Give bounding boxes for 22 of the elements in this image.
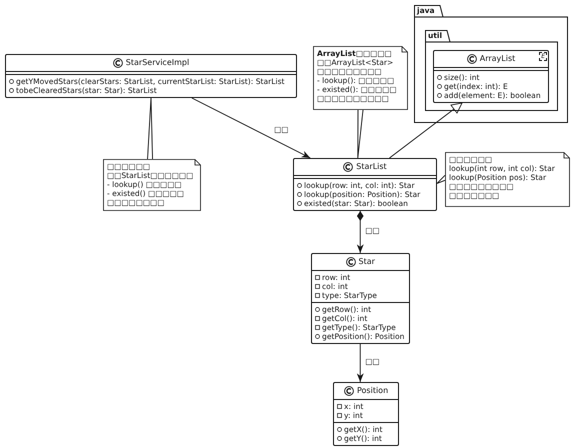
- note: [103, 159, 201, 211]
- class-box: [311, 253, 410, 344]
- association-arrow: [191, 98, 311, 158]
- class-box: [5, 54, 297, 98]
- note-connector: [357, 110, 364, 158]
- note: [445, 152, 570, 207]
- class-name: Star: [358, 257, 375, 267]
- note-connector: [147, 98, 153, 160]
- class-box: [433, 50, 549, 103]
- note-connector: [436, 174, 446, 184]
- class-name: Position: [357, 386, 388, 396]
- package-folder: [425, 30, 558, 111]
- composition-arrow: [356, 210, 364, 254]
- class-name: StarServiceImpl: [126, 58, 190, 68]
- inheritance-arrow: [389, 102, 462, 158]
- class-name: StarList: [356, 162, 387, 172]
- class-box: [293, 158, 437, 211]
- class-name: ArrayList: [480, 54, 516, 64]
- package-folder: [414, 5, 568, 123]
- association-arrow: [356, 344, 364, 382]
- note: [313, 46, 408, 110]
- class-box: [333, 382, 400, 446]
